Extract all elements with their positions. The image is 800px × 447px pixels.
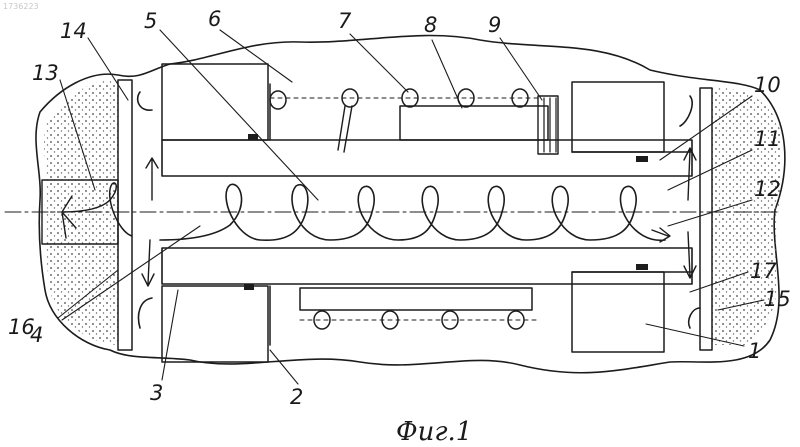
callout-8: 8	[424, 13, 437, 37]
tube-wall-lower	[162, 248, 692, 284]
callout-16: 16	[8, 315, 35, 339]
callout-labels: 1 2 3 4 5 6 7 8 9 10 11 12 13 14 15 16 1…	[8, 7, 791, 409]
end-plate-left	[118, 80, 132, 350]
callout-15: 15	[764, 287, 791, 311]
callout-1: 1	[748, 339, 761, 363]
callout-12: 12	[754, 177, 781, 201]
callout-13: 13	[32, 61, 59, 85]
housing-left-lower	[162, 286, 268, 362]
watermark: 1736223	[3, 2, 39, 11]
coil-carrier-upper	[400, 106, 548, 140]
callout-11: 11	[754, 127, 781, 151]
flow-arrows	[142, 148, 696, 286]
callout-2: 2	[290, 385, 303, 409]
winding-turns-upper	[270, 84, 540, 152]
callout-9: 9	[488, 13, 501, 37]
coil-carrier-lower	[300, 288, 532, 310]
callout-6: 6	[208, 7, 221, 31]
callout-10: 10	[754, 73, 781, 97]
leader-lines	[58, 30, 764, 384]
callout-17: 17	[750, 259, 777, 283]
section-boundary	[36, 35, 785, 372]
callout-5: 5	[144, 9, 157, 33]
callout-3: 3	[150, 381, 163, 405]
winding-turns-lower	[270, 286, 540, 345]
end-plate-right	[700, 88, 712, 350]
callout-14: 14	[60, 19, 87, 43]
port-hooks	[138, 92, 700, 328]
housing-right-upper	[572, 82, 664, 152]
figure-caption: Фиг.1	[396, 417, 472, 447]
tube-wall-upper	[162, 140, 692, 176]
callout-7: 7	[338, 9, 352, 33]
